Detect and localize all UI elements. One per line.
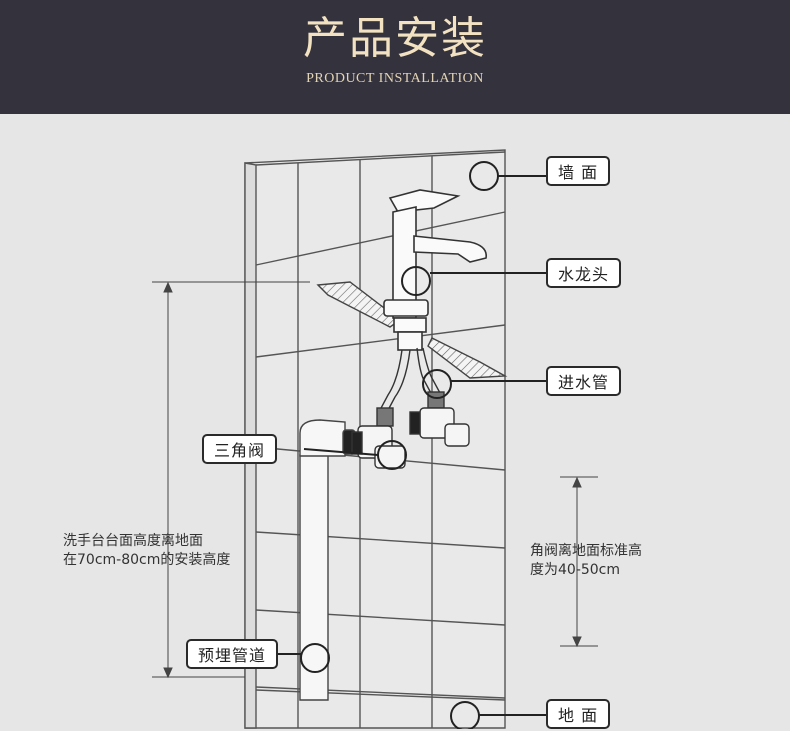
header-banner: 产品安装 PRODUCT INSTALLATION (0, 0, 790, 114)
label-inlet-pipe: 进水管 (546, 366, 622, 396)
dimension-lines (152, 281, 598, 679)
basin-height-line2: 在70cm-80cm的安装高度 (63, 552, 231, 568)
page-subtitle: PRODUCT INSTALLATION (306, 71, 484, 86)
valve-height-line1: 角阀离地面标准高 (530, 543, 642, 559)
angle-valve-right (409, 391, 470, 447)
basin-height-line1: 洗手台台面高度离地面 (63, 533, 203, 549)
valve-height-note: 角阀离地面标准高 度为40-50cm (530, 542, 642, 580)
embedded-pipe (299, 419, 356, 701)
label-embedded-pipe: 预埋管道 (186, 639, 279, 669)
basin-height-note: 洗手台台面高度离地面 在70cm-80cm的安装高度 (63, 532, 230, 570)
faucet (383, 189, 487, 351)
label-faucet: 水龙头 (546, 258, 622, 288)
callouts (250, 161, 546, 729)
installation-diagram (152, 149, 598, 729)
page-title: 产品安装 (303, 13, 487, 64)
label-angle-valve: 三角阀 (202, 434, 278, 464)
valve-height-line2: 度为40-50cm (530, 562, 621, 578)
inlet-hoses (379, 347, 441, 413)
label-wall: 墙 面 (546, 156, 611, 186)
label-floor: 地 面 (546, 699, 611, 729)
countertop (316, 281, 508, 379)
